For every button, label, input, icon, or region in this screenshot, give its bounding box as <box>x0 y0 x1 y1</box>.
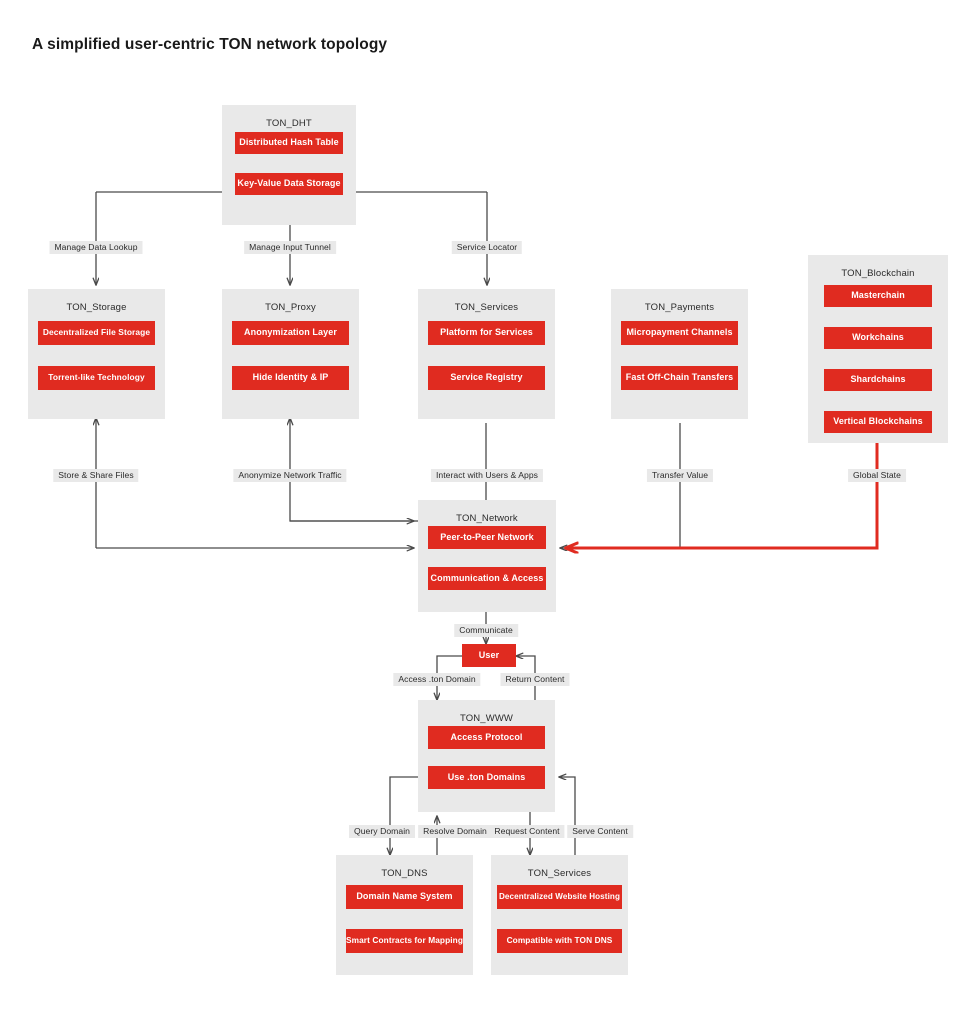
node-vertical-blockchains[interactable]: Vertical Blockchains <box>824 411 932 433</box>
group-title: TON_Network <box>456 513 518 524</box>
edge-label-return-content: Return Content <box>500 673 570 686</box>
group-title: TON_Blockchain <box>841 268 915 279</box>
group-ton-storage[interactable]: TON_Storage Decentralized File Storage T… <box>28 289 165 419</box>
node-micropayment-channels[interactable]: Micropayment Channels <box>621 321 738 345</box>
node-torrent-like-technology[interactable]: Torrent-like Technology <box>38 366 155 390</box>
edge-label-anonymize-network-traffic: Anonymize Network Traffic <box>233 469 347 482</box>
group-ton-services[interactable]: TON_Services Platform for Services Servi… <box>418 289 555 419</box>
node-workchains[interactable]: Workchains <box>824 327 932 349</box>
node-user[interactable]: User <box>462 644 516 667</box>
edge-label-query-domain: Query Domain <box>348 825 416 838</box>
node-peer-to-peer-network[interactable]: Peer-to-Peer Network <box>428 526 546 549</box>
edge-label-serve-content: Serve Content <box>567 825 633 838</box>
group-ton-proxy[interactable]: TON_Proxy Anonymization Layer Hide Ident… <box>222 289 359 419</box>
node-decentralized-file-storage[interactable]: Decentralized File Storage <box>38 321 155 345</box>
node-masterchain[interactable]: Masterchain <box>824 285 932 307</box>
node-hide-identity-ip[interactable]: Hide Identity & IP <box>232 366 349 390</box>
group-title: TON_Payments <box>644 302 715 313</box>
group-title: TON_Services <box>454 302 519 313</box>
group-title: TON_Storage <box>66 302 127 313</box>
group-ton-services-web[interactable]: TON_Services Decentralized Website Hosti… <box>491 855 628 975</box>
node-shardchains[interactable]: Shardchains <box>824 369 932 391</box>
group-title: TON_Services <box>527 868 592 879</box>
edge-label-manage-data-lookup: Manage Data Lookup <box>49 241 143 254</box>
node-compatible-with-ton-dns[interactable]: Compatible with TON DNS <box>497 929 622 953</box>
node-anonymization-layer[interactable]: Anonymization Layer <box>232 321 349 345</box>
group-ton-network[interactable]: TON_Network Peer-to-Peer Network Communi… <box>418 500 556 612</box>
node-platform-for-services[interactable]: Platform for Services <box>428 321 545 345</box>
node-key-value-data-storage[interactable]: Key-Value Data Storage <box>235 173 343 195</box>
node-access-protocol[interactable]: Access Protocol <box>428 726 545 749</box>
edge-label-transfer-value: Transfer Value <box>646 469 714 482</box>
node-distributed-hash-table[interactable]: Distributed Hash Table <box>235 132 343 154</box>
edge-label-store-share-files: Store & Share Files <box>53 469 139 482</box>
edge-label-interact-with-users-apps: Interact with Users & Apps <box>430 469 544 482</box>
node-communication-access[interactable]: Communication & Access <box>428 567 546 590</box>
edge-label-request-content: Request Content <box>489 825 565 838</box>
group-ton-payments[interactable]: TON_Payments Micropayment Channels Fast … <box>611 289 748 419</box>
edge-label-manage-input-tunnel: Manage Input Tunnel <box>244 241 336 254</box>
node-service-registry[interactable]: Service Registry <box>428 366 545 390</box>
group-ton-www[interactable]: TON_WWW Access Protocol Use .ton Domains <box>418 700 555 812</box>
group-title: TON_DHT <box>266 118 312 129</box>
node-use-ton-domains[interactable]: Use .ton Domains <box>428 766 545 789</box>
group-ton-dns[interactable]: TON_DNS Domain Name System Smart Contrac… <box>336 855 473 975</box>
group-ton-blockchain[interactable]: TON_Blockchain Masterchain Workchains Sh… <box>808 255 948 443</box>
node-domain-name-system[interactable]: Domain Name System <box>346 885 463 909</box>
node-smart-contracts-for-mapping[interactable]: Smart Contracts for Mapping <box>346 929 463 953</box>
node-fast-off-chain-transfers[interactable]: Fast Off-Chain Transfers <box>621 366 738 390</box>
group-title: TON_WWW <box>459 713 514 724</box>
edge-label-service-locator: Service Locator <box>451 241 523 254</box>
page-title: A simplified user-centric TON network to… <box>32 36 388 53</box>
group-ton-dht[interactable]: TON_DHT Distributed Hash Table Key-Value… <box>222 105 356 225</box>
edge-label-communicate: Communicate <box>454 624 518 637</box>
edge-label-global-state: Global State <box>848 469 906 482</box>
group-title: TON_DNS <box>381 868 428 879</box>
node-decentralized-website-hosting[interactable]: Decentralized Website Hosting <box>497 885 622 909</box>
edge-label-access-ton-domain: Access .ton Domain <box>393 673 481 686</box>
edge-label-resolve-domain: Resolve Domain <box>418 825 492 838</box>
group-title: TON_Proxy <box>265 302 316 313</box>
